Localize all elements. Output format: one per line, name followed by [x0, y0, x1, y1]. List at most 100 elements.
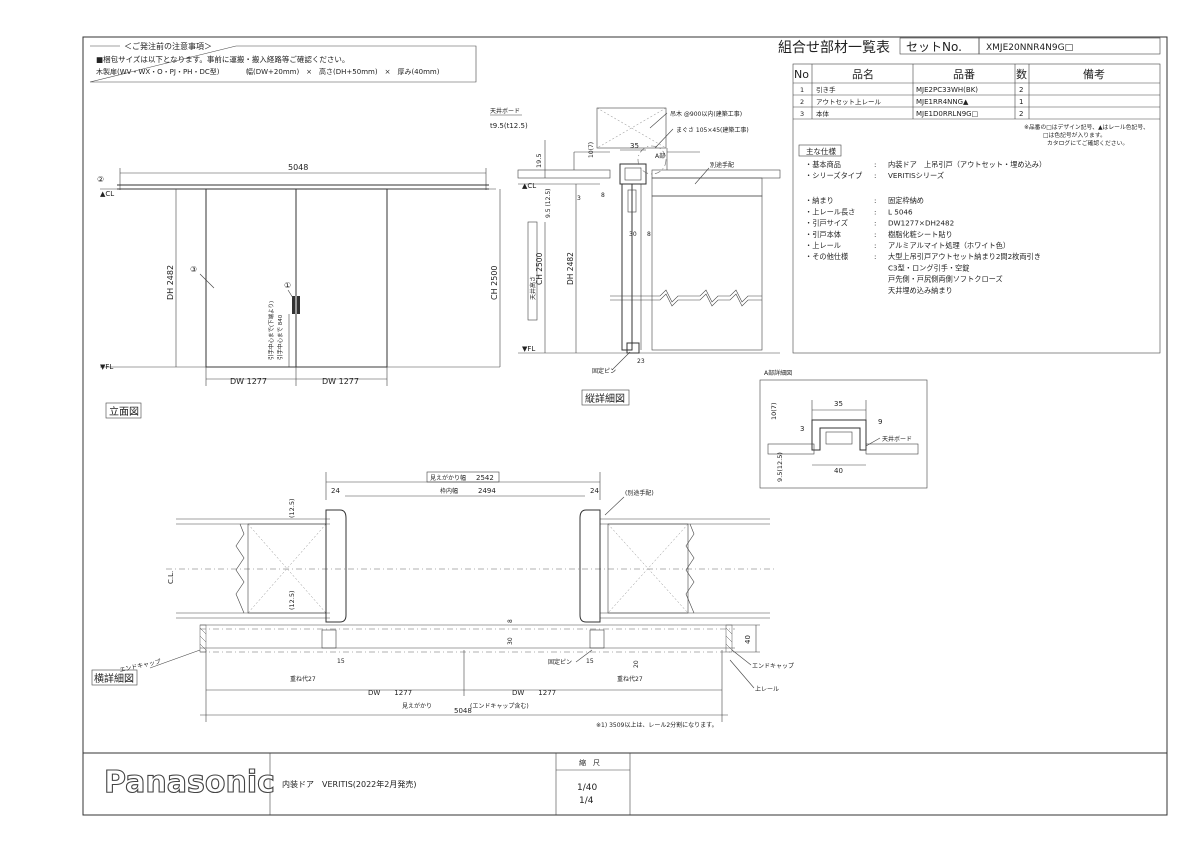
- vd-d95: 9.5 (12.5): [545, 189, 552, 219]
- vd-rail: [619, 163, 647, 185]
- spec-value: アルミアルマイト処理（ホワイト色）: [888, 241, 1010, 250]
- vd-ch: CH 2500: [535, 252, 544, 285]
- mark-2: ②: [97, 175, 104, 184]
- mark-1: ①: [284, 281, 291, 290]
- hd-bracing: (別途手配): [625, 489, 654, 497]
- hd-footnote: ※1) 3509以上は、レール2分割になります。: [596, 721, 718, 729]
- row3-no: 3: [800, 110, 804, 118]
- hd-dw-right: DW 1277: [512, 689, 556, 697]
- a-d35: 35: [834, 400, 843, 408]
- spec-value: DW1277×DH2482: [888, 219, 954, 228]
- a-board: 天井ボード: [882, 435, 912, 443]
- row1-qty: 2: [1019, 86, 1023, 94]
- elevation-title: 立面図: [109, 405, 139, 418]
- spec-value: 固定枠納め: [888, 196, 924, 205]
- hd-d24-right: 24: [590, 487, 599, 495]
- spec-colon: :: [874, 160, 876, 169]
- elev-ch: CH 2500: [490, 265, 499, 300]
- col-name: 品名: [852, 67, 874, 81]
- notes-line2b: 幅(DW+20mm) × 高さ(DH+50mm) × 厚み(40mm): [246, 67, 440, 76]
- vd-bracing: 別途手配: [710, 161, 734, 169]
- vd-joist2: まぐさ 105×45(建築工事): [676, 126, 749, 134]
- vd-d3: 3: [577, 195, 581, 202]
- vd-fixed-pin: 固定ピン: [592, 367, 616, 375]
- spec-colon: :: [874, 207, 876, 216]
- handle-right: [297, 296, 300, 314]
- a-part-detail: A部詳細図 35 3 9 40 10(7) 9.5(12.5) 天井ボード: [759, 369, 928, 489]
- hd-d40: 40: [744, 635, 752, 644]
- spec-colon: :: [874, 241, 876, 250]
- footer-product: 内装ドア VERITIS(2022年2月発売): [282, 779, 416, 789]
- spec-colon: :: [874, 252, 876, 261]
- spec-extra: 戸先側・戸尻側両側ソフトクローズ: [888, 275, 1003, 284]
- panasonic-logo: Panasonic: [104, 765, 275, 800]
- row2-no: 2: [800, 98, 804, 106]
- row3-qty: 2: [1019, 110, 1023, 118]
- vd-ch-note: 天井高さ: [529, 276, 537, 300]
- hd-jamb-right: [579, 509, 601, 623]
- vd-d8: 8: [601, 192, 605, 199]
- set-value: XMJE20NNR4N9G□: [986, 43, 1073, 53]
- a-detail-title: A部詳細図: [764, 369, 792, 377]
- spec-colon: :: [874, 196, 876, 205]
- row2-name: アウトセット上レール: [816, 97, 882, 106]
- hd-d15-right: 15: [586, 658, 594, 665]
- col-code: 品番: [953, 68, 975, 81]
- row2-code: MJE1RR4NNG▲: [916, 98, 969, 106]
- col-qty: 数: [1016, 68, 1027, 81]
- spec-value: 内装ドア 上吊引戸（アウトセット・埋め込み）: [888, 160, 1046, 169]
- handle-left: [292, 296, 295, 314]
- hd-inner: 2494: [478, 487, 496, 495]
- notes-line2a: 木製扉(WV・WX・O・PJ・PH・DC型): [96, 67, 220, 76]
- end-cap-right: [725, 624, 733, 653]
- hd-total-label: 見えがかり: [402, 702, 432, 710]
- elevation-view: 5048 ② ▲CL ▼FL ① ③ DH 2482 CH 2500 引手中心ま…: [97, 163, 501, 419]
- hd-cl: C.L.: [167, 571, 175, 584]
- spec-key: ・納まり: [805, 196, 834, 205]
- set-label: セットNo.: [906, 40, 962, 54]
- row3-name: 本体: [816, 109, 830, 118]
- hd-jamb-left: [325, 509, 347, 623]
- spec-value: L 5046: [888, 207, 913, 216]
- a-d95: 9.5(12.5): [776, 452, 784, 482]
- vd-d10: 10(7): [588, 142, 595, 158]
- horizontal-detail: 見えがかり幅 2542 枠内幅 2494 24 24 (別途手配) C.L. (…: [91, 471, 794, 729]
- spec-colon: :: [874, 219, 876, 228]
- spec-colon: :: [874, 230, 876, 239]
- elev-fl: ▼FL: [100, 363, 113, 371]
- spec-key: ・その他仕様: [805, 252, 848, 261]
- spec-extra: C3型・ロング引手・空錠: [888, 263, 969, 272]
- parts-footnote-1: ※品番の□はデザイン記号、▲はレール色記号、: [1024, 123, 1149, 131]
- spec-value: 樹脂化粧シート貼り: [888, 230, 953, 239]
- footer-scale-label: 縮 尺: [579, 758, 600, 767]
- vertical-detail: 天井ボード t9.5(t12.5) 吊木 @900以内(建築工事) まぐさ 10…: [490, 107, 781, 406]
- hd-d30: 30: [507, 637, 514, 645]
- vd-d195: 19.5: [535, 154, 543, 168]
- a-d3: 3: [800, 425, 804, 433]
- vd-d35: 35: [630, 142, 639, 150]
- hd-visible-span-label: 見えがかり幅: [430, 474, 466, 482]
- hd-overlap-left: 重ね代27: [290, 675, 316, 683]
- elev-cl: ▲CL: [100, 190, 114, 198]
- spec-list: 主な仕様 ・基本商品:内装ドア 上吊引戸（アウトセット・埋め込み）・シリーズタイ…: [798, 144, 1046, 295]
- hd-inner-label: 枠内幅: [440, 487, 458, 495]
- vd-fl: ▼FL: [522, 345, 535, 353]
- hd-fixed-pin: 固定ピン: [548, 658, 572, 666]
- row2-qty: 1: [1019, 98, 1023, 106]
- hd-d15-left: 15: [337, 658, 345, 665]
- footer-scale-2: 1/4: [579, 796, 594, 806]
- vd-cl: ▲CL: [522, 182, 536, 190]
- parts-table: 組合せ部材一覧表 セットNo. XMJE20NNR4N9G□ No 品名 品番 …: [778, 37, 1161, 354]
- hd-end-cap-right: エンドキャップ: [752, 663, 794, 670]
- vd-ceiling-board: 天井ボード: [490, 107, 520, 115]
- elev-dh: DH 2482: [166, 265, 175, 300]
- spec-key: ・上レール: [805, 241, 841, 250]
- spec-value: VERITISシリーズ: [888, 171, 944, 180]
- vd-door-1: [621, 183, 633, 351]
- vd-joist1: 吊木 @900以内(建築工事): [670, 110, 742, 118]
- end-cap-left: [199, 624, 207, 653]
- order-notes: ＜ご発注前の注意事項＞ ■梱包サイズは以下となります。事前に運搬・搬入経路等ご確…: [89, 41, 477, 83]
- vd-d23: 23: [637, 358, 645, 365]
- hd-total-note: (エンドキャップ含む): [470, 702, 529, 710]
- door-right: [295, 188, 388, 368]
